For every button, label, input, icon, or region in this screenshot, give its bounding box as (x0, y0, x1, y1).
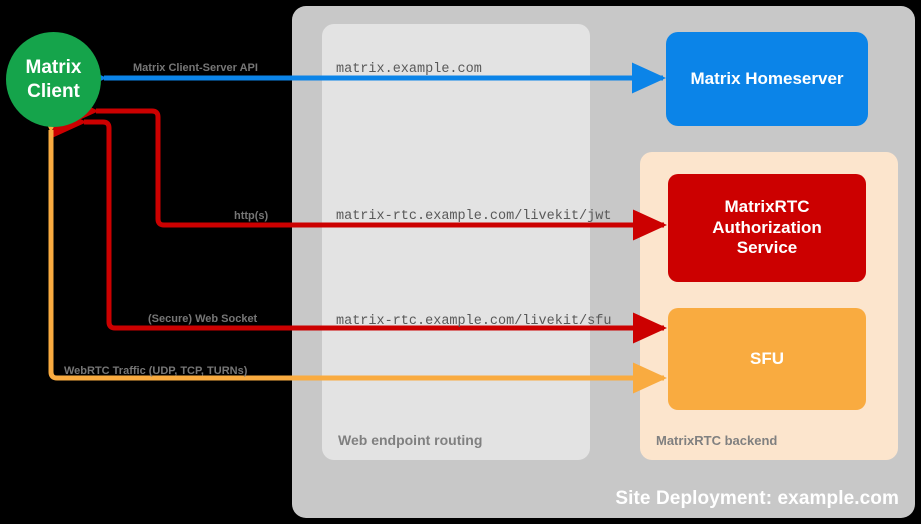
matrix-homeserver-label: Matrix Homeserver (690, 68, 844, 88)
site-deployment-label: Site Deployment: example.com (615, 488, 899, 509)
matrix-client-label-line2: Client (27, 80, 80, 102)
auth-service-label-line3: Service (736, 238, 798, 258)
node-matrixrtc-authorization-service[interactable]: MatrixRTC Authorization Service (668, 174, 866, 282)
label-webrtc-traffic: WebRTC Traffic (UDP, TCP, TURNs) (64, 365, 248, 377)
label-secure-web-socket: (Secure) Web Socket (148, 313, 258, 325)
web-endpoint-routing-container: Web endpoint routing (322, 24, 590, 460)
web-endpoint-routing-label: Web endpoint routing (338, 432, 483, 448)
node-matrix-client[interactable]: Matrix Client (6, 32, 101, 127)
endpoint-matrix-example-com: matrix.example.com (336, 62, 482, 77)
node-matrix-homeserver[interactable]: Matrix Homeserver (666, 32, 868, 126)
matrixrtc-backend-label: MatrixRTC backend (656, 433, 778, 448)
endpoint-livekit-sfu: matrix-rtc.example.com/livekit/sfu (336, 314, 612, 329)
auth-service-label-line1: MatrixRTC (724, 196, 810, 216)
label-matrix-client-server-api: Matrix Client-Server API (133, 62, 258, 74)
node-sfu[interactable]: SFU (668, 308, 866, 410)
endpoint-livekit-jwt: matrix-rtc.example.com/livekit/jwt (336, 209, 612, 224)
sfu-label: SFU (750, 348, 784, 368)
label-https: http(s) (234, 210, 269, 222)
matrix-client-label-line1: Matrix (25, 57, 82, 79)
auth-service-label-line2: Authorization (712, 217, 822, 237)
